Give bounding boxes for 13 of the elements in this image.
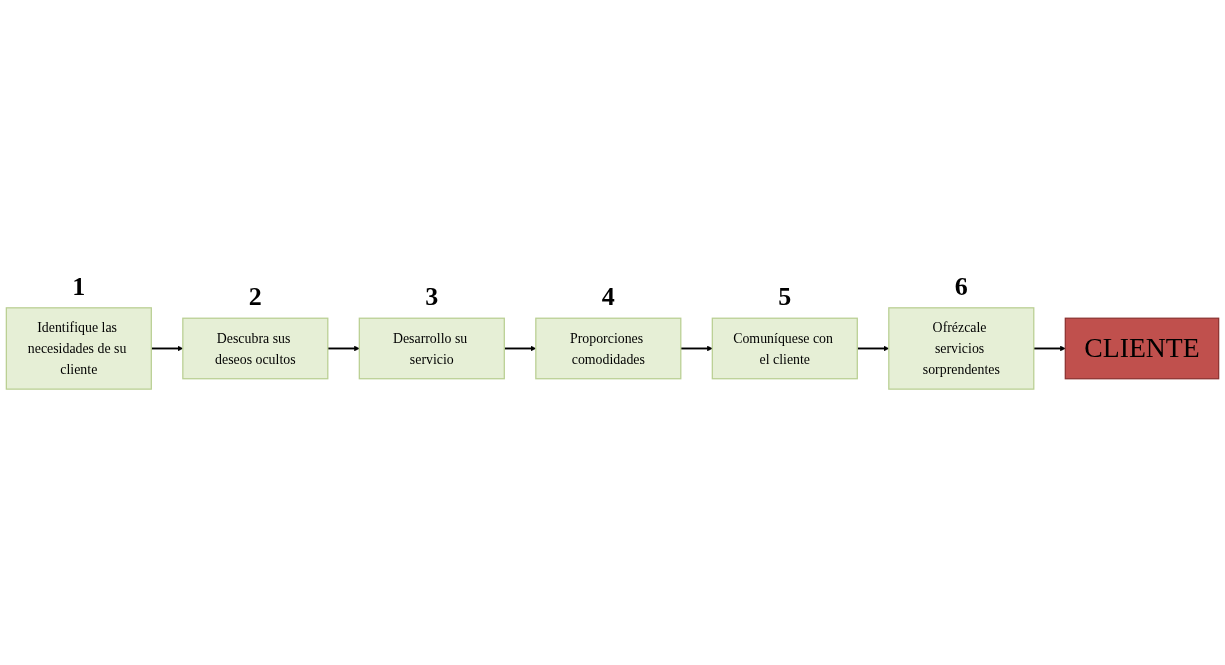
step-number: 2	[248, 284, 262, 310]
node-box: Desarrollo su servicio	[358, 317, 505, 380]
step-number: 3	[425, 284, 439, 310]
step-number: 1	[72, 273, 86, 300]
node-box: Identifique las necesidades de su cliente	[5, 306, 152, 390]
node-box: Ofrézcale servicios sorprendentes	[888, 306, 1035, 390]
node-box: Descubra sus deseos ocultos	[182, 317, 329, 380]
node-box: Proporciones comodidades	[535, 317, 682, 380]
node-box: CLIENTE	[1064, 317, 1220, 380]
step-number: 4	[601, 284, 615, 310]
step-number: 6	[954, 273, 968, 300]
step-number: 5	[778, 284, 792, 310]
node-box: Comuníquese con el cliente	[711, 317, 858, 380]
